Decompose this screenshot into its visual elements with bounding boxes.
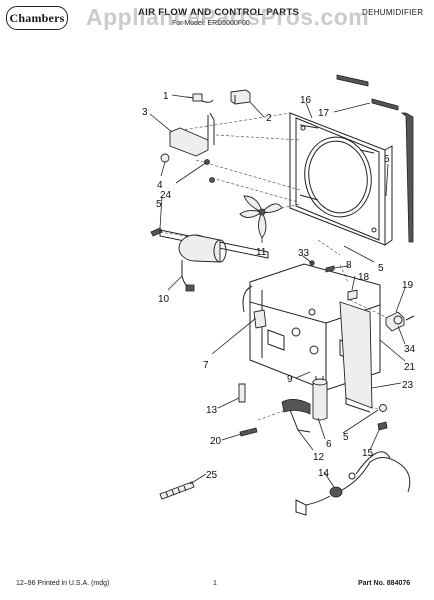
callout-14: 14 [318, 468, 330, 479]
fan-motor-part [159, 229, 269, 292]
brand-name: Chambers [9, 10, 65, 25]
callout-5-lower: 5 [343, 432, 349, 443]
callout-23: 23 [402, 380, 414, 391]
seal-strip-part [336, 74, 414, 243]
capacitor-part [312, 376, 328, 421]
brand-logo: Chambers [6, 6, 68, 30]
callout-34: 34 [404, 344, 416, 355]
callout-8: 8 [346, 260, 352, 271]
callout-20: 20 [210, 436, 222, 447]
callout-15: 15 [362, 448, 374, 459]
callout-7: 7 [203, 360, 209, 371]
callout-leaders [149, 94, 406, 488]
clip-part [238, 383, 246, 403]
base-pan-part [249, 263, 381, 391]
callout-1: 1 [163, 91, 169, 102]
power-cord-part [295, 451, 411, 516]
callout-3: 3 [142, 107, 148, 118]
callout-16: 16 [300, 95, 312, 106]
capacitor-bracket-part [281, 399, 311, 433]
wire-clamp-part [242, 285, 267, 329]
diagram-title: AIR FLOW AND CONTROL PARTS [138, 7, 300, 18]
callout-24: 24 [160, 190, 172, 201]
callout-13: 13 [206, 405, 218, 416]
model-subtitle: For Model: ERD5000F00 [172, 20, 250, 27]
side-bracket-part [339, 301, 373, 413]
screws-lower [239, 404, 388, 437]
fan-shroud-part [289, 112, 393, 246]
drain-fitting-part [159, 481, 195, 500]
callout-numbers: 1 2 3 4 24 5 16 17 5 11 33 8 5 18 10 19 … [142, 91, 416, 481]
callout-33: 33 [298, 248, 310, 259]
page-number: 1 [213, 580, 217, 587]
wire-harness-part [185, 93, 214, 103]
callout-6: 6 [326, 439, 332, 450]
callout-17: 17 [318, 108, 330, 119]
callout-25: 25 [206, 470, 218, 481]
callout-5-middle: 5 [378, 263, 384, 274]
callout-12: 12 [313, 452, 325, 463]
callout-4: 4 [157, 180, 163, 191]
screws-upper-left [150, 153, 215, 237]
callout-11: 11 [256, 247, 267, 258]
terminal-block-part [230, 89, 251, 105]
part-number: Part No. 884076 [358, 580, 411, 587]
callout-10: 10 [158, 294, 170, 305]
appliance-category: DEHUMIDIFIER [362, 8, 424, 17]
control-bracket-part [169, 112, 215, 157]
control-knob-part [385, 311, 415, 332]
callout-21: 21 [404, 362, 416, 373]
print-info: 12–96 Printed in U.S.A. (mdg) [16, 580, 110, 587]
callout-9: 9 [287, 374, 293, 385]
callout-18: 18 [358, 272, 370, 283]
fan-blade-part [239, 195, 283, 239]
callout-5-upper-left: 5 [156, 199, 162, 210]
callout-2: 2 [266, 113, 272, 124]
callout-5-upper-right: 5 [384, 154, 390, 165]
callout-19: 19 [402, 280, 414, 291]
